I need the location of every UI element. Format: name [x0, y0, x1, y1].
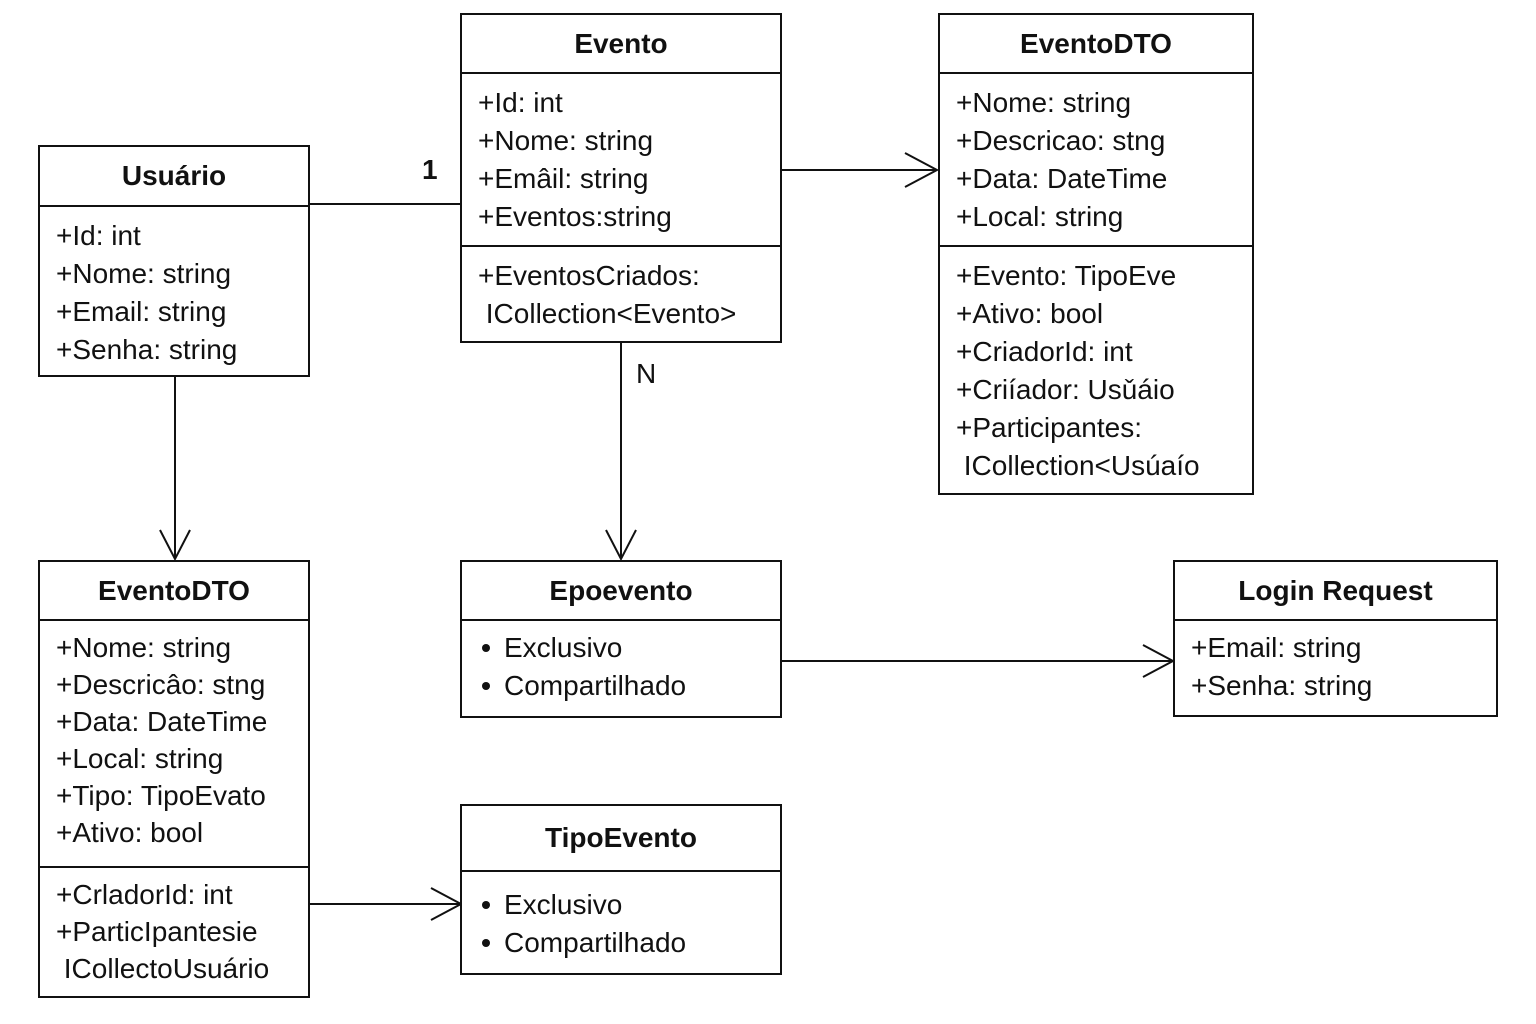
- attributes-section: +Email: string +Senha: string: [1175, 621, 1496, 711]
- enum-values-section: Exclusivo Compartilhado: [462, 872, 780, 968]
- class-title: Login Request: [1175, 562, 1496, 621]
- attribute: +Nome: string: [478, 125, 654, 156]
- enum-value-label: Compartilhado: [504, 927, 687, 958]
- class-title: EventoDTO: [940, 15, 1252, 74]
- evento-to-epoevento-arrowhead: [605, 529, 637, 562]
- attribute: +Nome: string: [56, 632, 232, 663]
- relations-section: +Evento: TipoEve +Ativo: bool +CriadorId…: [940, 245, 1252, 491]
- attributes-section: +Id: int +Nome: string +Email: string +S…: [40, 207, 308, 375]
- attribute: +Email: string: [1191, 632, 1362, 663]
- enum-value-label: Exclusivo: [504, 889, 623, 920]
- attribute: +Nome: string: [56, 258, 232, 289]
- attribute: +Data: DateTime: [956, 163, 1168, 194]
- class-evento[interactable]: Evento +Id: int +Nome: string +Emâil: st…: [460, 13, 782, 343]
- attribute: +Senha: string: [56, 334, 238, 365]
- attribute: +Descricao: stng: [956, 125, 1166, 156]
- class-eventodto-bottom[interactable]: EventoDTO +Nome: string +Descricâo: stng…: [38, 560, 310, 998]
- relation: ICollection<Usúaío: [956, 450, 1200, 481]
- attributes-section: +Nome: string +Descricao: stng +Data: Da…: [940, 74, 1252, 245]
- relations-section: +CrladorId: int +ParticIpantesie ICollec…: [40, 866, 308, 993]
- relations-section: +EventosCriados: ICollection<Evento>: [462, 245, 780, 339]
- enum-value: Exclusivo: [482, 629, 760, 667]
- attribute: +Id: int: [478, 87, 563, 118]
- class-title: EventoDTO: [40, 562, 308, 621]
- class-title: Evento: [462, 15, 780, 74]
- bullet-icon: [482, 644, 490, 652]
- attributes-section: +Id: int +Nome: string +Emâil: string +E…: [462, 74, 780, 245]
- attributes-section: +Nome: string +Descricâo: stng +Data: Da…: [40, 621, 308, 866]
- attribute: +Email: string: [56, 296, 227, 327]
- enum-title: TipoEvento: [462, 806, 780, 872]
- relation: +CrladorId: int: [56, 879, 233, 910]
- bullet-icon: [482, 901, 490, 909]
- class-usuario[interactable]: Usuário +Id: int +Nome: string +Email: s…: [38, 145, 310, 377]
- enum-value: Compartilhado: [482, 667, 760, 705]
- relation: +Criíador: Usǔáio: [956, 374, 1175, 405]
- attribute: +Data: DateTime: [56, 706, 268, 737]
- attribute: +Tipo: TipoEvato: [56, 780, 266, 811]
- bullet-icon: [482, 939, 490, 947]
- relation: +Evento: TipoEve: [956, 260, 1177, 291]
- relation: ICollection<Evento>: [478, 298, 737, 329]
- enum-values-section: Exclusivo Compartilhado: [462, 621, 780, 711]
- usuario-to-eventodto-arrowhead: [159, 529, 191, 562]
- attribute: +Emâil: string: [478, 163, 649, 194]
- relation: +Participantes:: [956, 412, 1142, 443]
- enum-value-label: Exclusivo: [504, 632, 623, 663]
- attribute: +Eventos:string: [478, 201, 672, 232]
- relation: +Ativo: bool: [956, 298, 1104, 329]
- multiplicity-many: N: [636, 358, 657, 389]
- enum-value-label: Compartilhado: [504, 670, 687, 701]
- attribute: +Descricâo: stng: [56, 669, 266, 700]
- enum-value: Exclusivo: [482, 886, 760, 924]
- relation: +ParticIpantesie: [56, 916, 258, 947]
- multiplicity-one: 1: [422, 154, 438, 185]
- attribute: +Local: string: [956, 201, 1124, 232]
- attribute: +Senha: string: [1191, 670, 1373, 701]
- class-eventodto-top[interactable]: EventoDTO +Nome: string +Descricao: stng…: [938, 13, 1254, 495]
- attribute: +Ativo: bool: [56, 817, 204, 848]
- enum-tipoevento[interactable]: TipoEvento Exclusivo Compartilhado: [460, 804, 782, 975]
- class-loginrequest[interactable]: Login Request +Email: string +Senha: str…: [1173, 560, 1498, 717]
- attribute: +Nome: string: [956, 87, 1132, 118]
- evento-to-eventodto-arrowhead: [904, 152, 940, 188]
- enum-value: Compartilhado: [482, 924, 760, 962]
- bullet-icon: [482, 682, 490, 690]
- relation: +CriadorId: int: [956, 336, 1133, 367]
- relation: ICollectoUsuário: [56, 953, 270, 984]
- relation: +EventosCriados:: [478, 260, 700, 291]
- attribute: +Id: int: [56, 220, 141, 251]
- class-title: Usuário: [40, 147, 308, 207]
- attribute: +Local: string: [56, 743, 224, 774]
- enum-epoevento[interactable]: Epoevento Exclusivo Compartilhado: [460, 560, 782, 718]
- enum-title: Epoevento: [462, 562, 780, 621]
